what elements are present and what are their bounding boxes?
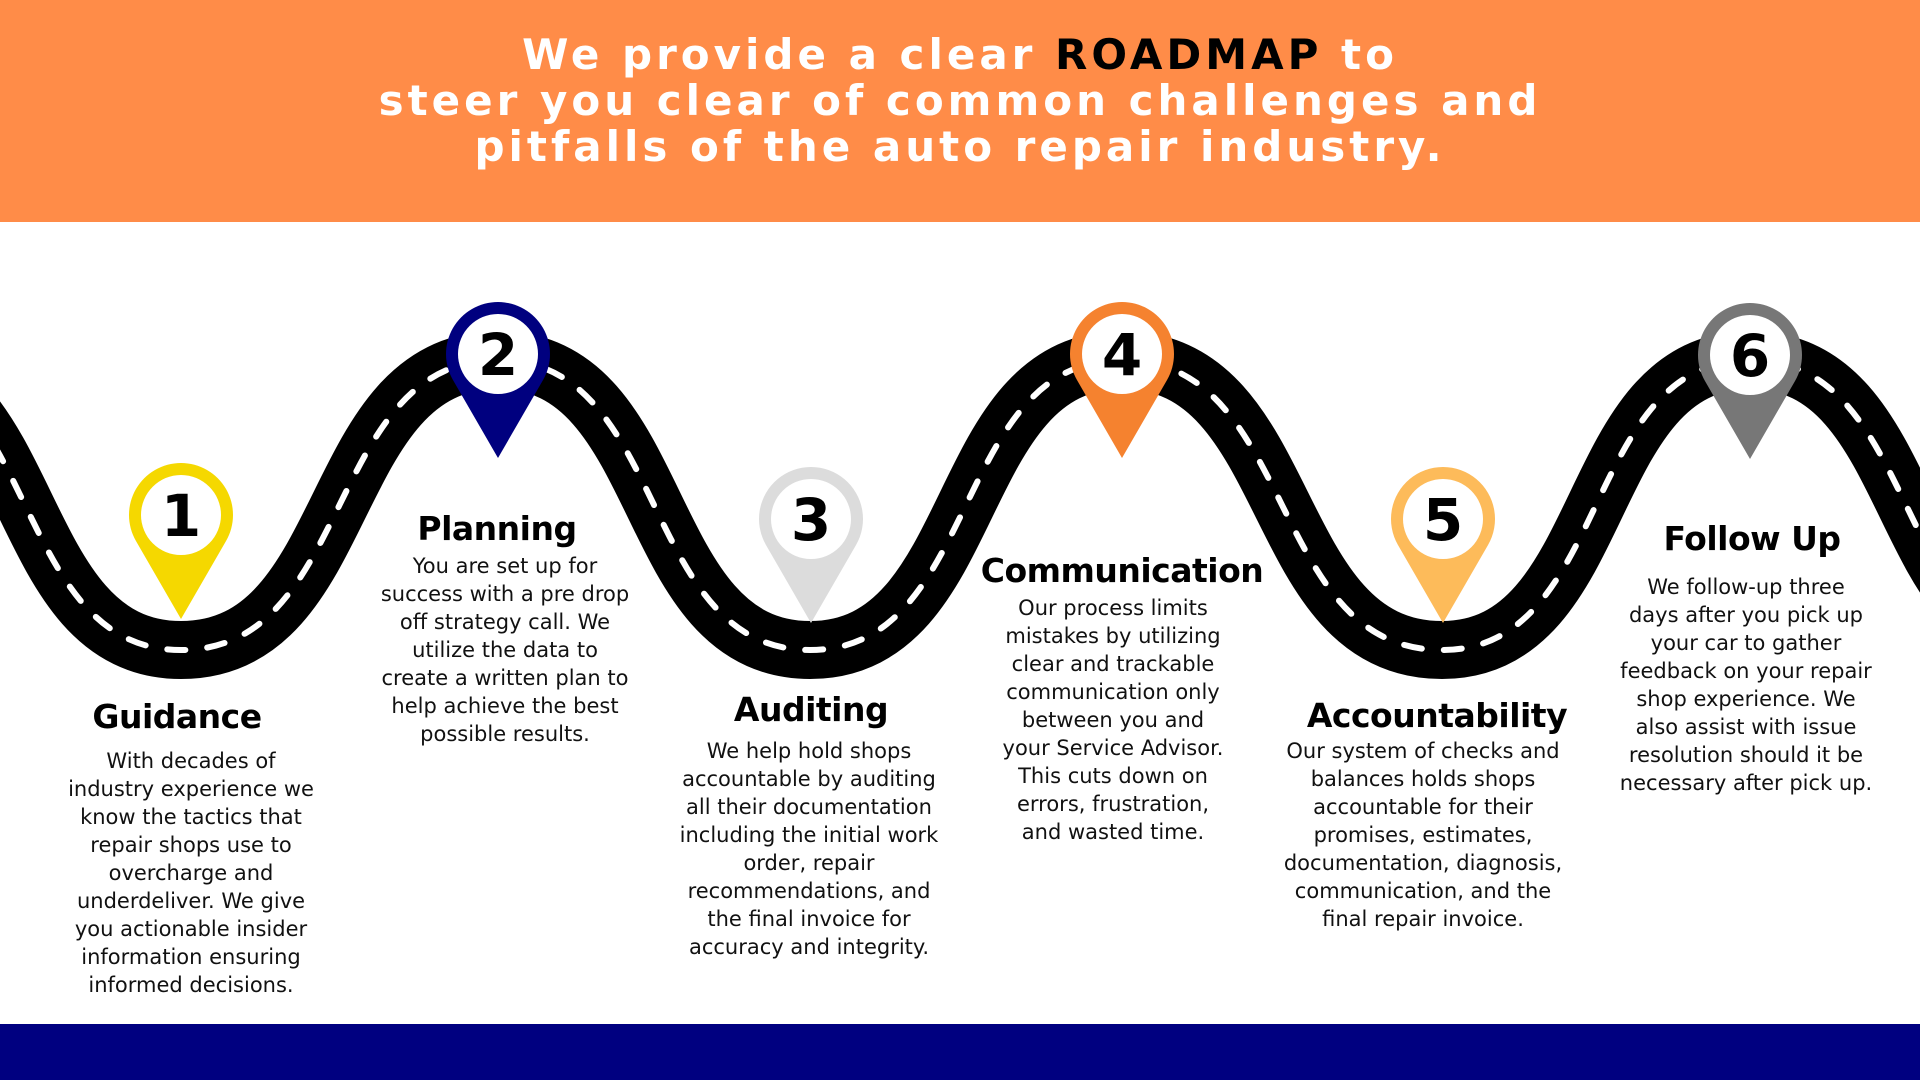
pin-number: 4 bbox=[1102, 321, 1142, 389]
body-line: promises, estimates, bbox=[1313, 823, 1533, 847]
body-line: between you and bbox=[1021, 708, 1205, 732]
pin-inner-circle bbox=[771, 479, 851, 559]
body-line: repair shops use to bbox=[90, 833, 292, 857]
body-line: communication only bbox=[1006, 680, 1220, 704]
step-title-guidance: Guidance bbox=[92, 697, 262, 736]
map-pin-1-icon: 1 bbox=[129, 463, 234, 619]
body-line: help achieve the best bbox=[391, 694, 619, 718]
body-line: documentation, diagnosis, bbox=[1283, 851, 1563, 875]
body-line: your Service Advisor. bbox=[1002, 736, 1224, 760]
body-line: industry experience we bbox=[68, 777, 314, 801]
headline-text: We provide a clear bbox=[522, 30, 1055, 79]
body-line: accountable for their bbox=[1313, 795, 1533, 819]
body-line: also assist with issue bbox=[1635, 715, 1857, 739]
body-line: With decades of bbox=[106, 749, 276, 773]
step-title-communication: Communication bbox=[980, 551, 1264, 590]
step-body-communication: Our process limits mistakes by utilizing… bbox=[1003, 594, 1224, 846]
body-line: balances holds shops bbox=[1310, 767, 1536, 791]
body-line: order, repair bbox=[743, 851, 875, 875]
step-body-planning: You are set up for success with a pre dr… bbox=[381, 552, 629, 748]
map-pin-3-icon: 3 bbox=[759, 466, 863, 623]
body-line: resolution should it be bbox=[1628, 743, 1864, 767]
headline-line-3: pitfalls of the auto repair industry. bbox=[474, 122, 1446, 171]
step-body-guidance: With decades of industry experience we k… bbox=[68, 747, 314, 999]
body-line: Our process limits bbox=[1018, 596, 1208, 620]
body-line: communication, and the bbox=[1294, 879, 1552, 903]
body-line: Our system of checks and bbox=[1286, 739, 1560, 763]
body-line: You are set up for bbox=[412, 554, 598, 578]
body-line: This cuts down on bbox=[1018, 764, 1208, 788]
road-center-dashes bbox=[0, 356, 1920, 654]
headline-line-1: We provide a clear ROADMAP to bbox=[0, 32, 1920, 78]
headline-line-2: steer you clear of common challenges and bbox=[378, 76, 1542, 125]
body-line: off strategy call. We bbox=[399, 610, 611, 634]
body-line: clear and trackable bbox=[1011, 652, 1215, 676]
body-line: We help hold shops bbox=[706, 739, 912, 763]
body-line: know the tactics that bbox=[80, 805, 302, 829]
body-line: days after you pick up bbox=[1628, 603, 1864, 627]
pin-inner-circle bbox=[141, 475, 221, 555]
body-line: including the initial work bbox=[679, 823, 939, 847]
step-pins: 1 2 3 4 5 6 bbox=[129, 302, 1802, 623]
body-line: utilize the data to bbox=[412, 638, 598, 662]
headline-highlight: ROADMAP bbox=[1055, 30, 1323, 79]
body-line: necessary after pick up. bbox=[1619, 771, 1873, 795]
step-body-follow-up: We follow-up three days after you pick u… bbox=[1620, 573, 1872, 797]
step-title-accountability: Accountability bbox=[1306, 696, 1568, 735]
pin-number: 3 bbox=[791, 486, 831, 554]
pin-number: 2 bbox=[478, 321, 518, 389]
pin-inner-circle bbox=[458, 314, 538, 394]
body-line: possible results. bbox=[420, 722, 590, 746]
body-line: feedback on your repair bbox=[1620, 659, 1872, 683]
headline: We provide a clear ROADMAP to steer you … bbox=[0, 32, 1920, 170]
body-line: all their documentation bbox=[686, 795, 932, 819]
body-line: shop experience. We bbox=[1636, 687, 1856, 711]
body-line: errors, frustration, bbox=[1016, 792, 1210, 816]
footer-bar bbox=[0, 1024, 1920, 1080]
body-line: recommendations, and bbox=[687, 879, 931, 903]
step-title-auditing: Auditing bbox=[733, 690, 889, 729]
pin-inner-circle bbox=[1710, 315, 1790, 395]
map-pin-4-icon: 4 bbox=[1070, 302, 1174, 458]
pin-number: 1 bbox=[161, 482, 201, 550]
body-line: create a written plan to bbox=[381, 666, 629, 690]
headline-text: to bbox=[1322, 30, 1398, 79]
body-line: overcharge and bbox=[108, 861, 274, 885]
body-line: and wasted time. bbox=[1021, 820, 1205, 844]
body-line: accountable by auditing bbox=[682, 767, 936, 791]
pin-number: 6 bbox=[1730, 322, 1770, 390]
body-line: informed decisions. bbox=[88, 973, 294, 997]
header-banner: We provide a clear ROADMAP to steer you … bbox=[0, 0, 1920, 222]
map-pin-2-icon: 2 bbox=[446, 302, 550, 458]
step-title-planning: Planning bbox=[417, 509, 577, 548]
pin-inner-circle bbox=[1403, 479, 1483, 559]
body-line: you actionable insider bbox=[74, 917, 308, 941]
map-pin-5-icon: 5 bbox=[1390, 466, 1496, 623]
body-line: success with a pre drop bbox=[380, 582, 630, 606]
body-line: information ensuring bbox=[81, 945, 301, 969]
map-pin-6-icon: 6 bbox=[1698, 303, 1802, 459]
body-line: the final invoice for bbox=[707, 907, 911, 931]
pin-number: 5 bbox=[1423, 486, 1463, 554]
body-line: your car to gather bbox=[1650, 631, 1842, 655]
step-body-accountability: Our system of checks and balances holds … bbox=[1284, 737, 1562, 933]
body-line: underdeliver. We give bbox=[76, 889, 306, 913]
body-line: final repair invoice. bbox=[1322, 907, 1524, 931]
step-title-follow-up: Follow Up bbox=[1663, 519, 1841, 558]
body-line: We follow-up three bbox=[1647, 575, 1845, 599]
step-body-auditing: We help hold shops accountable by auditi… bbox=[680, 737, 939, 961]
pin-inner-circle bbox=[1082, 314, 1162, 394]
body-line: mistakes by utilizing bbox=[1005, 624, 1221, 648]
body-line: accuracy and integrity. bbox=[688, 935, 930, 959]
